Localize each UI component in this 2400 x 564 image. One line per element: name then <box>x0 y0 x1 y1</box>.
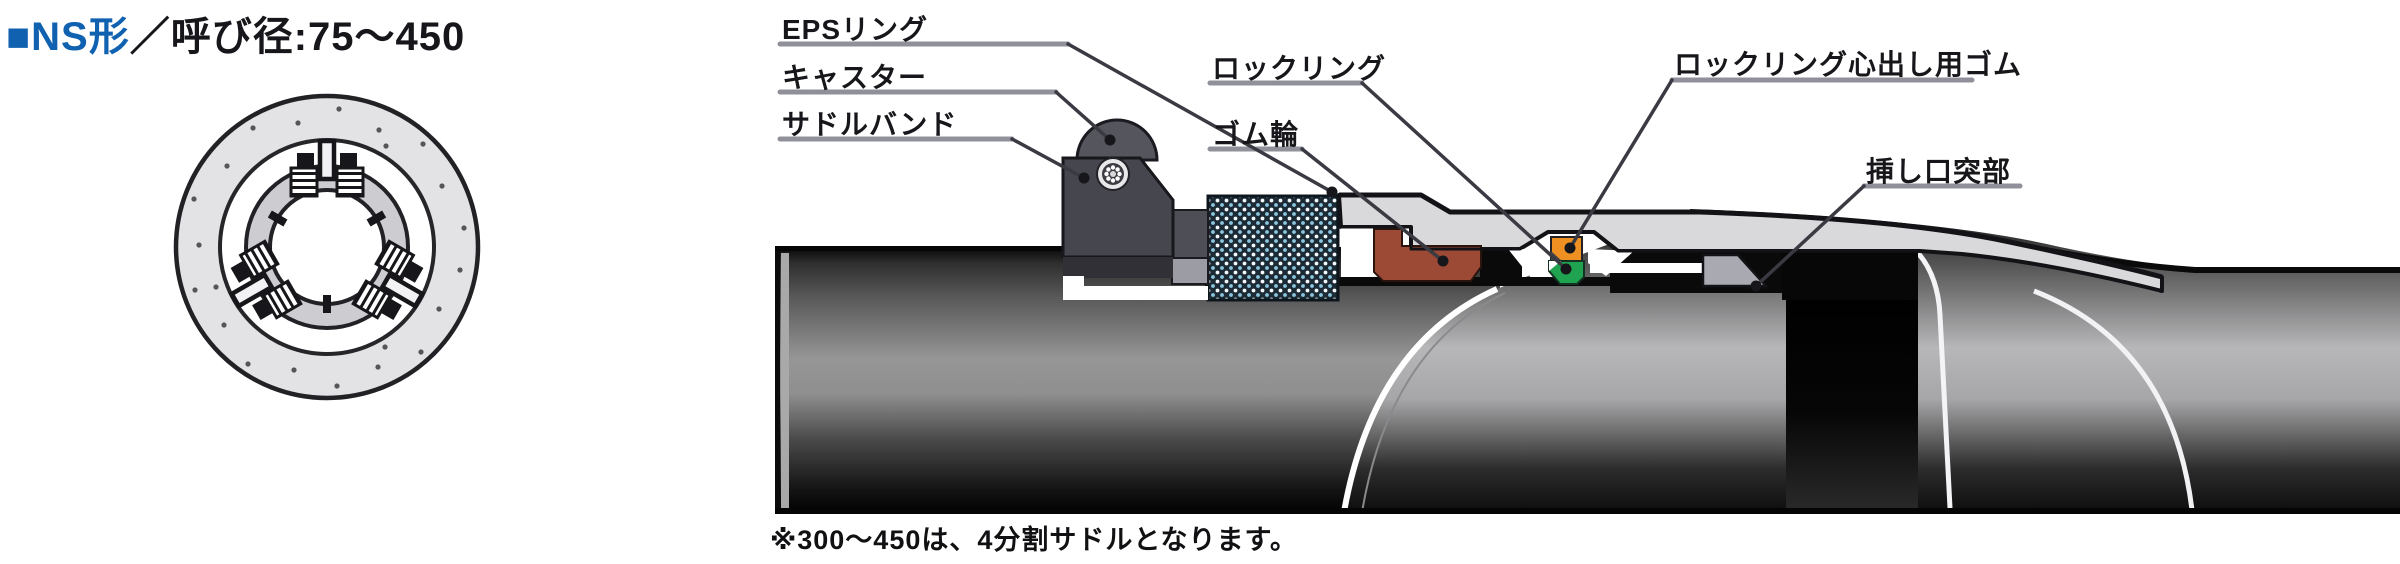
end-view <box>173 93 481 401</box>
cross-section-view <box>775 118 2400 514</box>
label-eps-ring: EPSリング <box>782 14 929 45</box>
socket-cavity-band <box>1786 288 1918 512</box>
rubber-ring-part <box>1373 228 1482 282</box>
title-series: ■NS形 <box>6 15 130 59</box>
eps-ring-part <box>1206 194 1340 302</box>
spigot-wall-line <box>1205 277 1780 286</box>
label-spigot-projection: 挿し口突部 <box>1866 156 2012 187</box>
spigot-pipe <box>775 246 1500 514</box>
caster-part <box>1096 157 1130 191</box>
bell-barrel-transition <box>2033 288 2195 511</box>
outer-ring-stipple <box>191 106 467 389</box>
label-lock-ring: ロックリング <box>1212 53 1387 84</box>
title-size-range: ／呼び径:75〜450 <box>129 15 466 59</box>
end-view-ticks <box>267 210 387 313</box>
figure-note: ※300〜450は、4分割サドルとなります。 <box>770 525 1298 555</box>
label-saddle-band: サドルバンド <box>782 109 958 140</box>
socket-pipe <box>1340 209 2400 514</box>
saddle-band-part <box>1061 118 1209 300</box>
figure-title: ■NS形／呼び径:75〜450 <box>6 4 465 62</box>
label-centering-rubber: ロックリング心出し用ゴム <box>1674 49 2023 80</box>
label-caster: キャスター <box>782 62 928 93</box>
label-rubber-ring: ゴム輪 <box>1212 119 1300 150</box>
spigot-projection-part <box>1701 253 1769 288</box>
caster-housing <box>1075 118 1159 162</box>
bell-mouth-rim <box>1341 286 1499 513</box>
callout-lines <box>777 41 2023 292</box>
